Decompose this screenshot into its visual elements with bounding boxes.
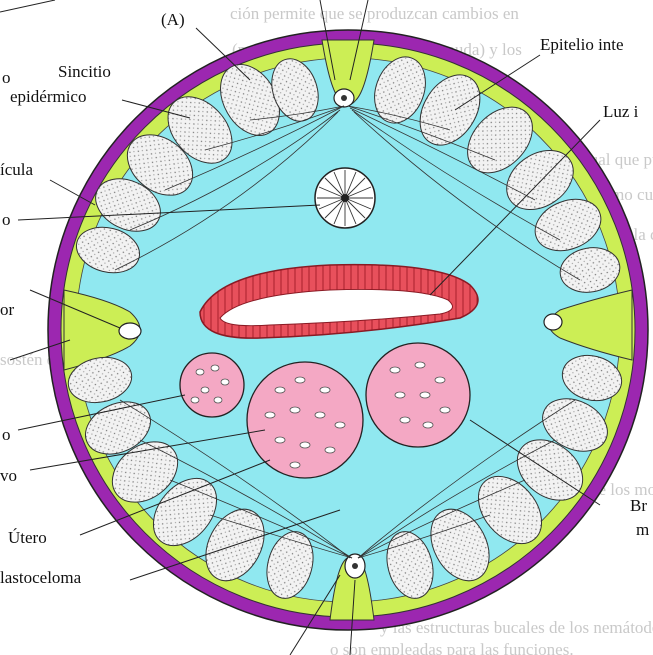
label-epitelio: Epitelio inte [540, 35, 624, 54]
label-blastoceloma: lastoceloma [0, 568, 82, 587]
radial-organ [314, 167, 376, 229]
label-epidermico: epidérmico [10, 87, 87, 106]
label-m: m [636, 520, 650, 539]
label-br: Br [630, 496, 647, 515]
background-text-line: y las estructuras bucales de los nemátod… [380, 618, 653, 637]
label-luz: Luz i [603, 102, 639, 121]
muscle-cells-dorsal-left [75, 58, 319, 274]
label-cuticula: ícula [0, 160, 34, 179]
label-panel-letter: (A) [161, 10, 185, 29]
muscle-cells-ventral-left [67, 356, 314, 599]
background-text-line: o son empleadas para las funciones. [330, 640, 574, 655]
left-excretory-canal [118, 322, 142, 340]
label-vo: vo [0, 466, 17, 485]
background-text-line: ción permite que se produzcan cambios en [230, 4, 519, 23]
muscle-arms [114, 105, 581, 559]
label-o-top: o [2, 68, 11, 87]
intestinal-lumen [219, 288, 453, 327]
label-or: or [0, 300, 15, 319]
label-utero: Útero [8, 528, 47, 547]
label-o-mid: o [2, 210, 11, 229]
label-sincitio: Sincitio [58, 62, 111, 81]
label-o-lower: o [2, 425, 11, 444]
muscle-cells-ventral-right [386, 354, 623, 599]
intestine [199, 263, 479, 339]
leader-lines [0, 0, 601, 655]
right-excretory-canal [543, 313, 563, 331]
gonad-nuclei [190, 361, 451, 469]
